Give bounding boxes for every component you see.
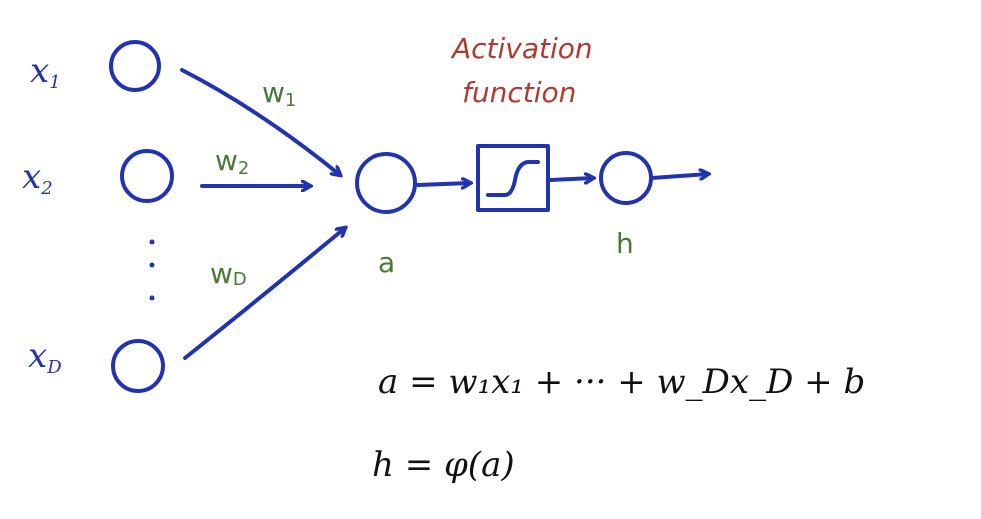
equation-output: h = φ(a) (372, 445, 515, 485)
input-node-D (111, 339, 165, 393)
output-node-h (599, 151, 653, 205)
input-label-xD: xD (28, 336, 62, 378)
input-label-x1: x1 (30, 51, 61, 93)
edge-output (650, 174, 708, 178)
input-node-2 (120, 149, 174, 203)
input-node-1 (109, 40, 161, 92)
output-node-label: h (616, 227, 634, 260)
edge-wD (183, 228, 345, 360)
activation-node-a (355, 152, 417, 214)
weight-label-wD: wD (210, 257, 247, 290)
ellipsis-dots (149, 239, 155, 301)
equation-pre-activation: a = w₁x₁ + ··· + w_Dx_D + b (378, 362, 865, 402)
weight-label-w2: w2 (215, 144, 249, 179)
sigmoid-icon (486, 160, 540, 197)
edge-w1 (180, 68, 340, 175)
weight-label-w1: w1 (262, 76, 296, 111)
input-label-x2: x2 (22, 157, 53, 199)
activation-title-line2: function (462, 76, 576, 109)
activation-node-label: a (378, 246, 395, 279)
activation-title-line1: Activation (450, 32, 593, 65)
edge-activation-to-h (548, 178, 593, 180)
activation-function-box (476, 144, 550, 212)
edge-a-to-activation (416, 183, 470, 185)
